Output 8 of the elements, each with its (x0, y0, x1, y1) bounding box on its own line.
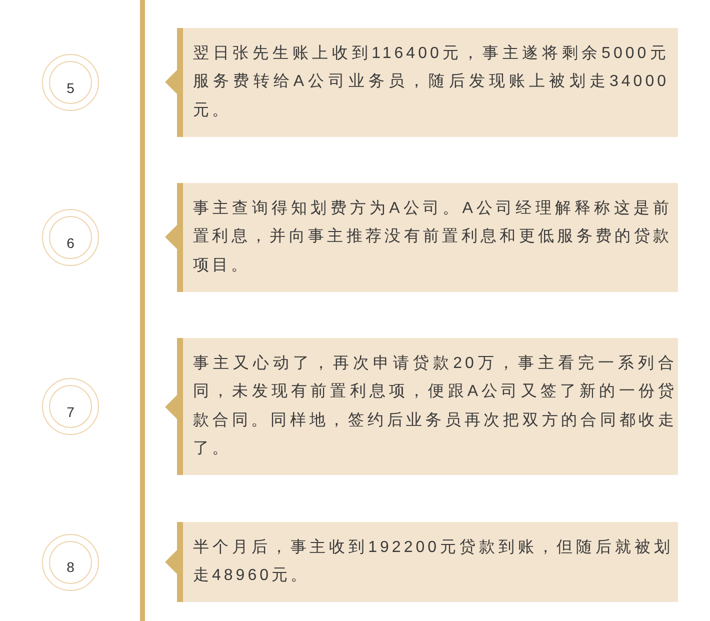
step-number-circle: 7 (42, 378, 99, 435)
step-text: 翌日张先生账上收到116400元，事主遂将剩余5000元服务费转给A公司业务员，随后发现账上被划走34000元。 (193, 44, 669, 120)
step-text: 事主查询得知划费方为A公司。A公司经理解释称这是前置利息，并向事主推荐没有前置利息和更低服务费的贷款项目。 (193, 198, 672, 276)
step-text: 半个月后，事主收到192200元贷款到账，但随后就被划走48960元。 (193, 538, 673, 586)
step-text: 事主又心动了，再次申请贷款20万，事主看完一系列合同，未发现有前置利息项，便跟A公司又签了新的一份贷款合同。同样地，签约后业务员再次把双方的合同都收走了。 (193, 354, 677, 459)
step-number-circle: 6 (42, 209, 99, 266)
step-number-circle: 5 (42, 54, 99, 111)
step-number-circle: 8 (42, 534, 99, 590)
